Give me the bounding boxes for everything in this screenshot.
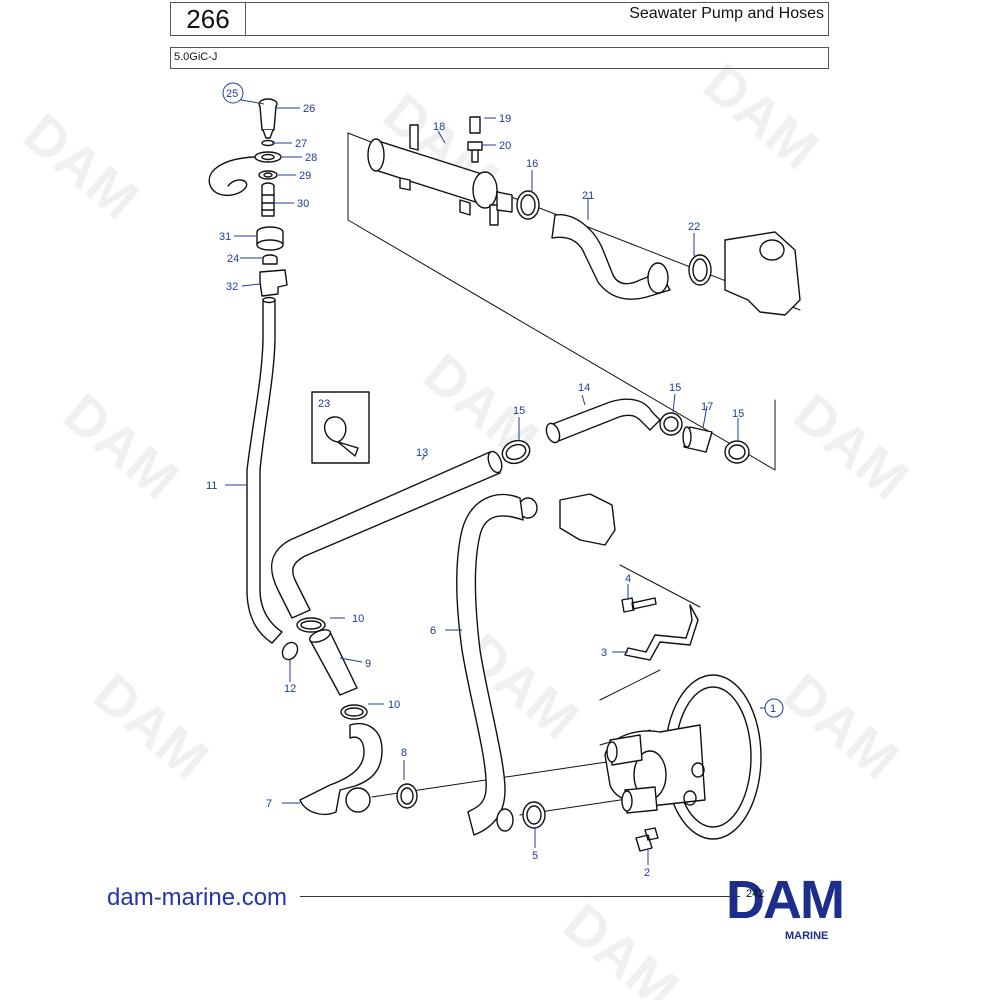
callout-15-middle: 15 <box>669 382 681 394</box>
watermark: DAM <box>782 381 920 511</box>
callout-6: 6 <box>430 625 436 637</box>
hose-13-end <box>487 450 503 474</box>
callout-10-upper: 10 <box>352 613 364 625</box>
watermark: DAM <box>82 661 220 791</box>
hose-14 <box>549 398 661 443</box>
callout-32: 32 <box>226 281 238 293</box>
heat-exchanger-18 <box>367 124 513 226</box>
callout-14: 14 <box>578 382 590 394</box>
header-bar: 266 Seawater Pump and Hoses <box>170 2 829 36</box>
hose-13 <box>270 451 501 619</box>
callout-9: 9 <box>365 658 371 670</box>
callout-labels: 1 2 3 4 5 6 7 8 9 10 10 11 12 13 14 15 1… <box>206 82 784 879</box>
clamp-8 <box>396 783 418 809</box>
callout-24: 24 <box>227 253 239 265</box>
callout-30: 30 <box>297 198 309 210</box>
callout-27: 27 <box>295 138 307 150</box>
bolt-4 <box>621 597 657 613</box>
callout-4: 4 <box>625 573 631 585</box>
bolt-2 <box>635 827 659 852</box>
callout-2: 2 <box>644 867 650 879</box>
watermark: DAM <box>552 891 690 1000</box>
callout-8: 8 <box>401 747 407 759</box>
callout-20: 20 <box>499 140 511 152</box>
dam-marine-logo: DAM <box>726 872 845 924</box>
callout-29: 29 <box>299 170 311 182</box>
callout-17: 17 <box>701 401 713 413</box>
callout-18: 18 <box>433 121 445 133</box>
watermark: DAM <box>772 661 910 791</box>
fitting-19 <box>469 116 481 134</box>
callout-28: 28 <box>305 152 317 164</box>
clamp-12 <box>281 641 299 661</box>
callout-7: 7 <box>266 798 272 810</box>
callout-13: 13 <box>416 447 428 459</box>
callout-21: 21 <box>582 190 594 202</box>
page-title: Seawater Pump and Hoses <box>629 5 824 22</box>
model-bar: 5.0GiC-J <box>170 47 829 69</box>
callout-22: 22 <box>688 221 700 233</box>
fitting-20 <box>467 141 483 163</box>
callout-31: 31 <box>219 231 231 243</box>
leader-lines <box>225 97 766 865</box>
seawater-pump-1 <box>604 674 762 840</box>
callout-25: 25 <box>226 88 238 100</box>
callout-12: 12 <box>284 683 296 695</box>
watermark: DAM <box>692 51 830 181</box>
callout-19: 19 <box>499 113 511 125</box>
callout-10-lower: 10 <box>388 699 400 711</box>
hose-11-end <box>262 296 276 304</box>
bracket-3 <box>624 604 699 661</box>
callout-23: 23 <box>318 398 330 410</box>
callout-3: 3 <box>601 647 607 659</box>
callout-15-left: 15 <box>513 405 525 417</box>
engine-model: 5.0GiC-J <box>174 51 218 63</box>
clip-23 <box>324 416 359 457</box>
callout-16: 16 <box>526 158 538 170</box>
hose-7 <box>299 723 383 816</box>
footer-divider <box>300 896 740 897</box>
watermark: DAM <box>52 381 190 511</box>
page-number: 266 <box>171 3 246 35</box>
callout-11: 11 <box>206 480 217 492</box>
callout-26: 26 <box>303 103 315 115</box>
watermark: DAM <box>12 101 150 231</box>
callout-5: 5 <box>532 850 538 862</box>
inlet-fitting <box>559 493 616 546</box>
logo-subtitle: MARINE <box>785 930 829 942</box>
drawing-number: 242 <box>746 888 765 900</box>
hose-6 <box>456 493 524 836</box>
clamp-15-middle <box>659 412 683 436</box>
hose-11 <box>246 299 283 644</box>
logo-text: DAM <box>726 872 843 924</box>
fill-cap-assembly <box>208 98 288 297</box>
callout-1: 1 <box>770 703 776 715</box>
website-link[interactable]: dam-marine.com <box>107 884 288 911</box>
callout-15-right: 15 <box>732 408 744 420</box>
